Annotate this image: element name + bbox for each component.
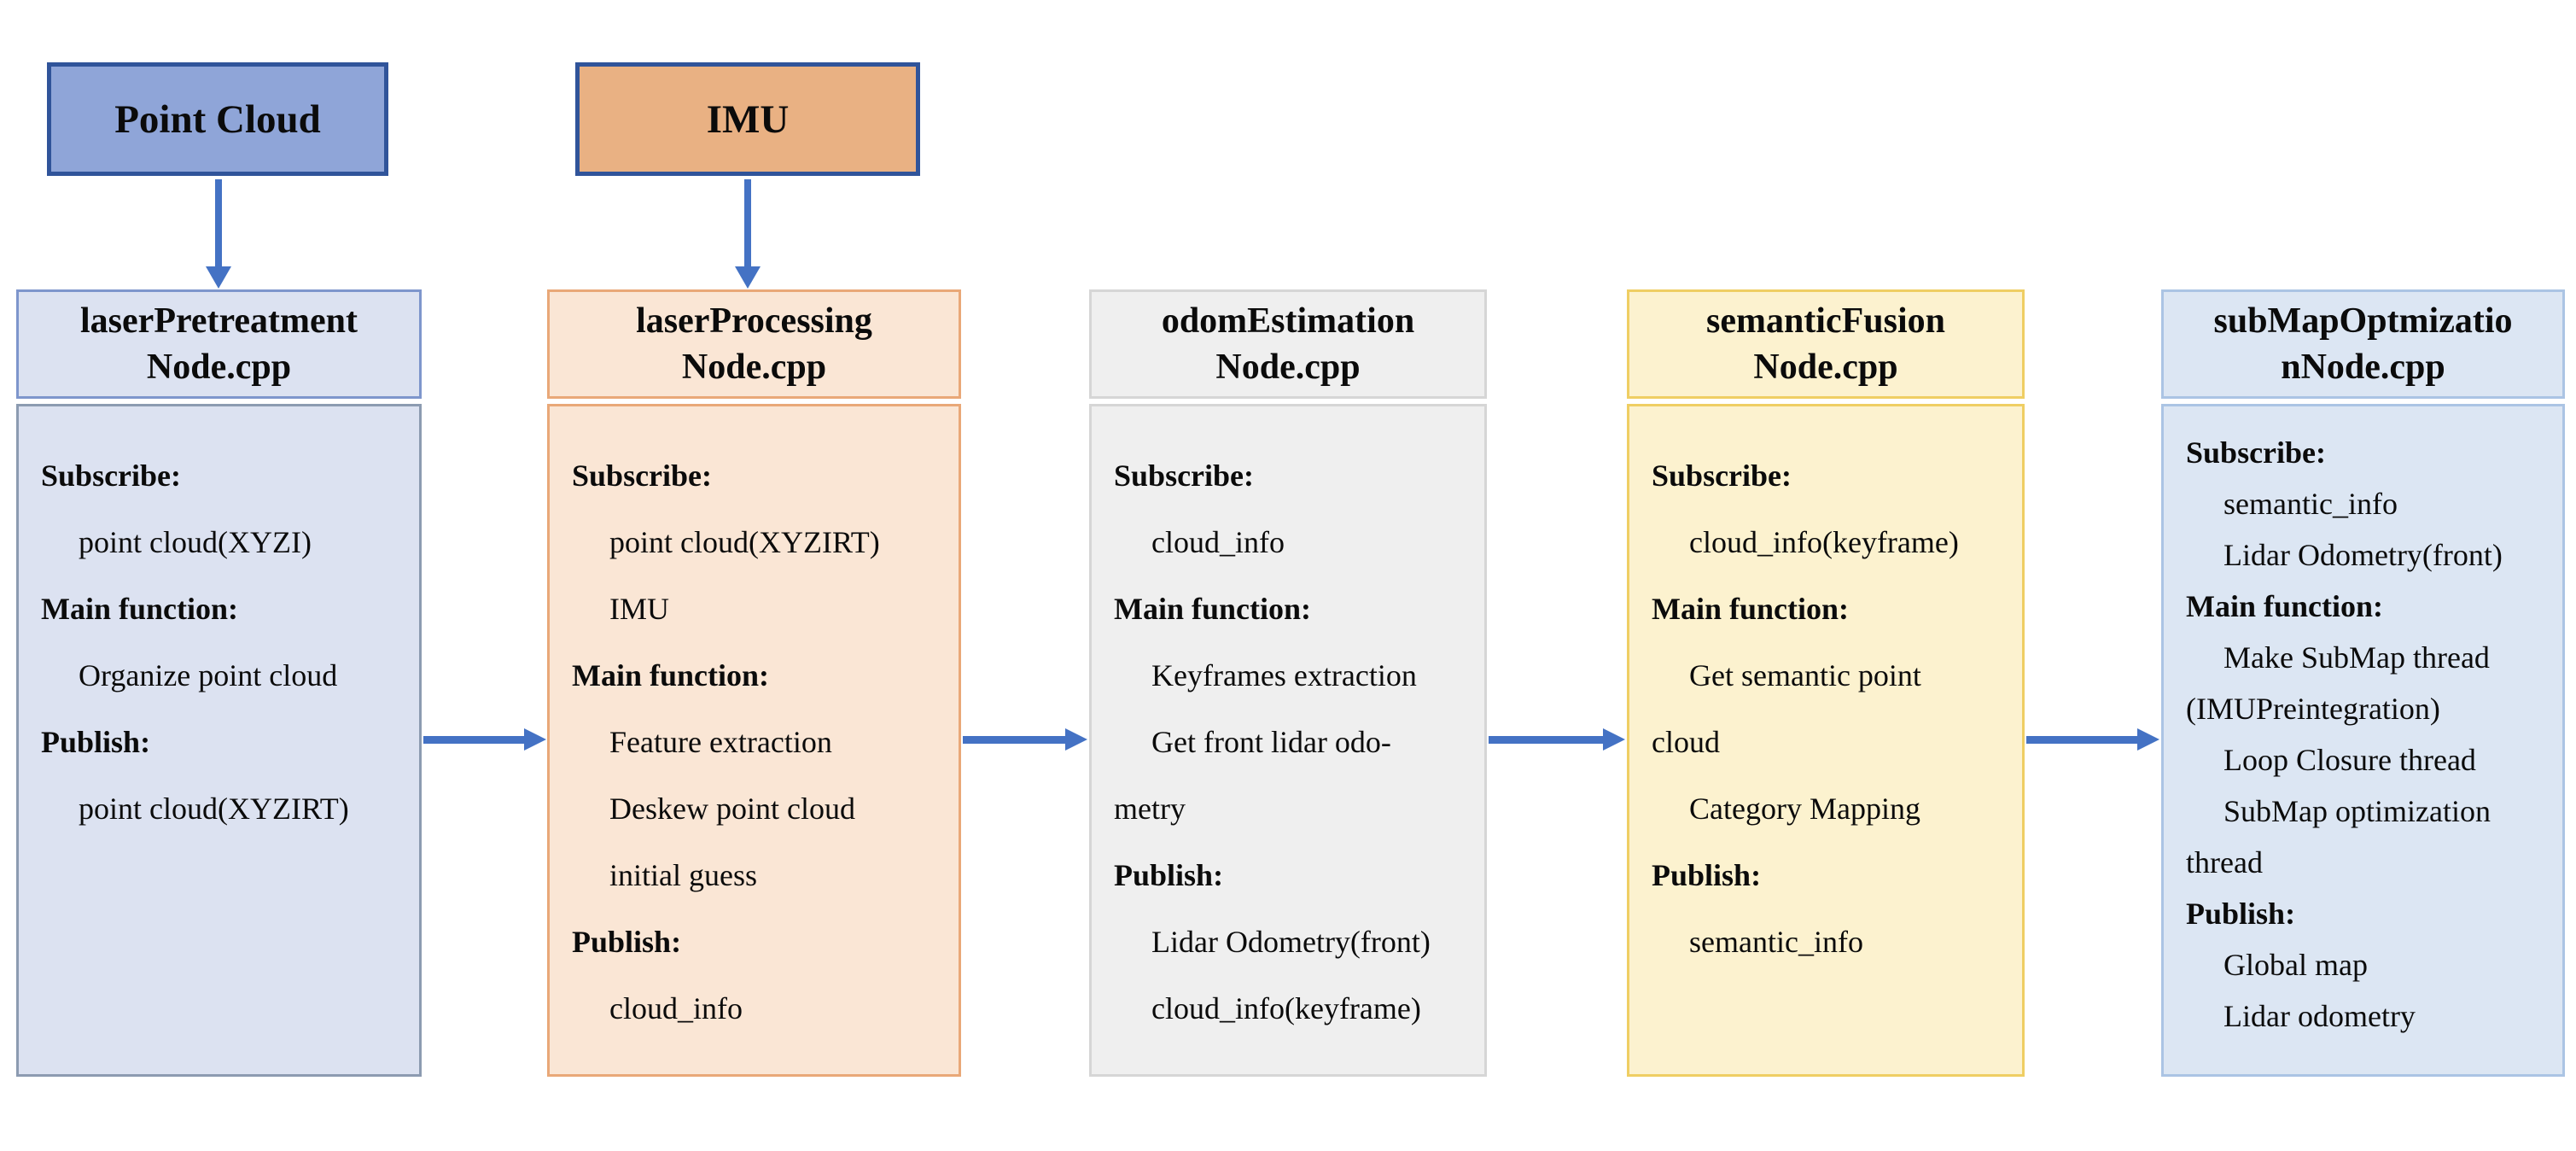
section-item: Get front lidar odo- (1151, 725, 1391, 759)
section-label: Publish: (41, 725, 151, 759)
section-label: Publish: (572, 925, 682, 959)
section-label: Subscribe: (572, 459, 713, 493)
section-label: Main function: (1114, 592, 1312, 626)
arrow-col3-col4-head (1603, 728, 1625, 751)
section-item: (IMUPreintegration) (2186, 692, 2440, 726)
node-title: laserProcessing Node.cpp (547, 289, 961, 399)
arrow-col2-col3-head (1065, 728, 1087, 751)
section-label: Subscribe: (2186, 435, 2327, 470)
node-title-line: Node.cpp (681, 348, 827, 387)
node-column-submap-optimization: subMapOptmizatio nNode.cpp Subscribe: sem… (2161, 289, 2565, 1077)
node-column-semantic-fusion: semanticFusion Node.cpp Subscribe: cloud_… (1627, 289, 2025, 1077)
section-item: semantic_info (2223, 487, 2398, 521)
node-column-laser-processing: laserProcessing Node.cpp Subscribe: point… (547, 289, 961, 1077)
node-column-laser-pretreatment: laserPretreatment Node.cpp Subscribe: poi… (16, 289, 422, 1077)
node-title-line: Node.cpp (1753, 348, 1898, 387)
section-item: cloud_info (609, 991, 743, 1025)
section-item: Organize point cloud (79, 658, 338, 692)
arrow-col1-col2-shaft (423, 736, 527, 744)
node-title: odomEstimation Node.cpp (1089, 289, 1487, 399)
section-item: cloud_info(keyframe) (1151, 991, 1421, 1025)
source-box-imu: IMU (575, 62, 920, 176)
section-item: Loop Closure thread (2223, 743, 2476, 777)
node-body: Subscribe: cloud_info(keyframe) Main funct… (1627, 404, 2025, 1077)
node-body: Subscribe: point cloud(XYZI) Main function… (16, 404, 422, 1077)
node-title-line: laserProcessing (636, 301, 872, 341)
section-item: SubMap optimization (2223, 794, 2491, 828)
section-label: Publish: (1652, 858, 1762, 892)
section-label: Publish: (1114, 858, 1224, 892)
section-item: point cloud(XYZIRT) (609, 525, 880, 559)
section-item: Get semantic point (1689, 658, 1921, 692)
section-label: Main function: (41, 592, 239, 626)
section-label: Main function: (572, 658, 770, 692)
arrow-col2-col3-shaft (963, 736, 1069, 744)
section-item: initial guess (609, 858, 757, 892)
section-item: Keyframes extraction (1151, 658, 1417, 692)
node-title-line: laserPretreatment (80, 301, 358, 341)
section-label: Main function: (1652, 592, 1850, 626)
section-item: point cloud(XYZIRT) (79, 792, 349, 826)
arrow-col4-col5-head (2137, 728, 2159, 751)
source-box-label: Point Cloud (114, 96, 321, 142)
section-item: Global map (2223, 948, 2368, 982)
arrow-imu-shaft (744, 179, 751, 268)
section-item: Make SubMap thread (2223, 640, 2490, 675)
section-item: cloud (1652, 725, 1720, 759)
node-title-line: odomEstimation (1161, 301, 1415, 341)
section-item: point cloud(XYZI) (79, 525, 312, 559)
section-label: Main function: (2186, 589, 2384, 623)
section-item: semantic_info (1689, 925, 1863, 959)
node-title: subMapOptmizatio nNode.cpp (2161, 289, 2565, 399)
source-box-point-cloud: Point Cloud (47, 62, 388, 176)
section-item: cloud_info(keyframe) (1689, 525, 1959, 559)
arrow-col3-col4-shaft (1489, 736, 1606, 744)
arrow-imu-head (735, 266, 761, 289)
node-title-line: semanticFusion (1705, 301, 1945, 341)
section-label: Subscribe: (1114, 459, 1255, 493)
section-label: Subscribe: (1652, 459, 1792, 493)
section-item: Lidar Odometry(front) (2223, 538, 2503, 572)
arrow-col1-col2-head (524, 728, 546, 751)
section-item: cloud_info (1151, 525, 1285, 559)
section-item: thread (2186, 845, 2263, 879)
section-item: IMU (609, 592, 669, 626)
node-body: Subscribe: point cloud(XYZIRT) IMU Main fun… (547, 404, 961, 1077)
section-item: Deskew point cloud (609, 792, 855, 826)
source-box-label: IMU (706, 96, 790, 142)
node-title-line: Node.cpp (146, 348, 292, 387)
arrow-col4-col5-shaft (2026, 736, 2141, 744)
section-label: Subscribe: (41, 459, 182, 493)
node-title: semanticFusion Node.cpp (1627, 289, 2025, 399)
node-column-odom-estimation: odomEstimation Node.cpp Subscribe: cloud_… (1089, 289, 1487, 1077)
arrow-point-cloud-head (206, 266, 231, 289)
section-item: Feature extraction (609, 725, 832, 759)
section-item: Category Mapping (1689, 792, 1920, 826)
node-title-line: subMapOptmizatio (2213, 301, 2513, 341)
section-item: Lidar Odometry(front) (1151, 925, 1431, 959)
section-label: Publish: (2186, 897, 2296, 931)
section-item: Lidar odometry (2223, 999, 2416, 1033)
node-title-line: Node.cpp (1215, 348, 1361, 387)
arrow-point-cloud-shaft (215, 179, 222, 268)
node-title: laserPretreatment Node.cpp (16, 289, 422, 399)
section-item: metry (1114, 792, 1186, 826)
node-title-line: nNode.cpp (2281, 348, 2445, 387)
